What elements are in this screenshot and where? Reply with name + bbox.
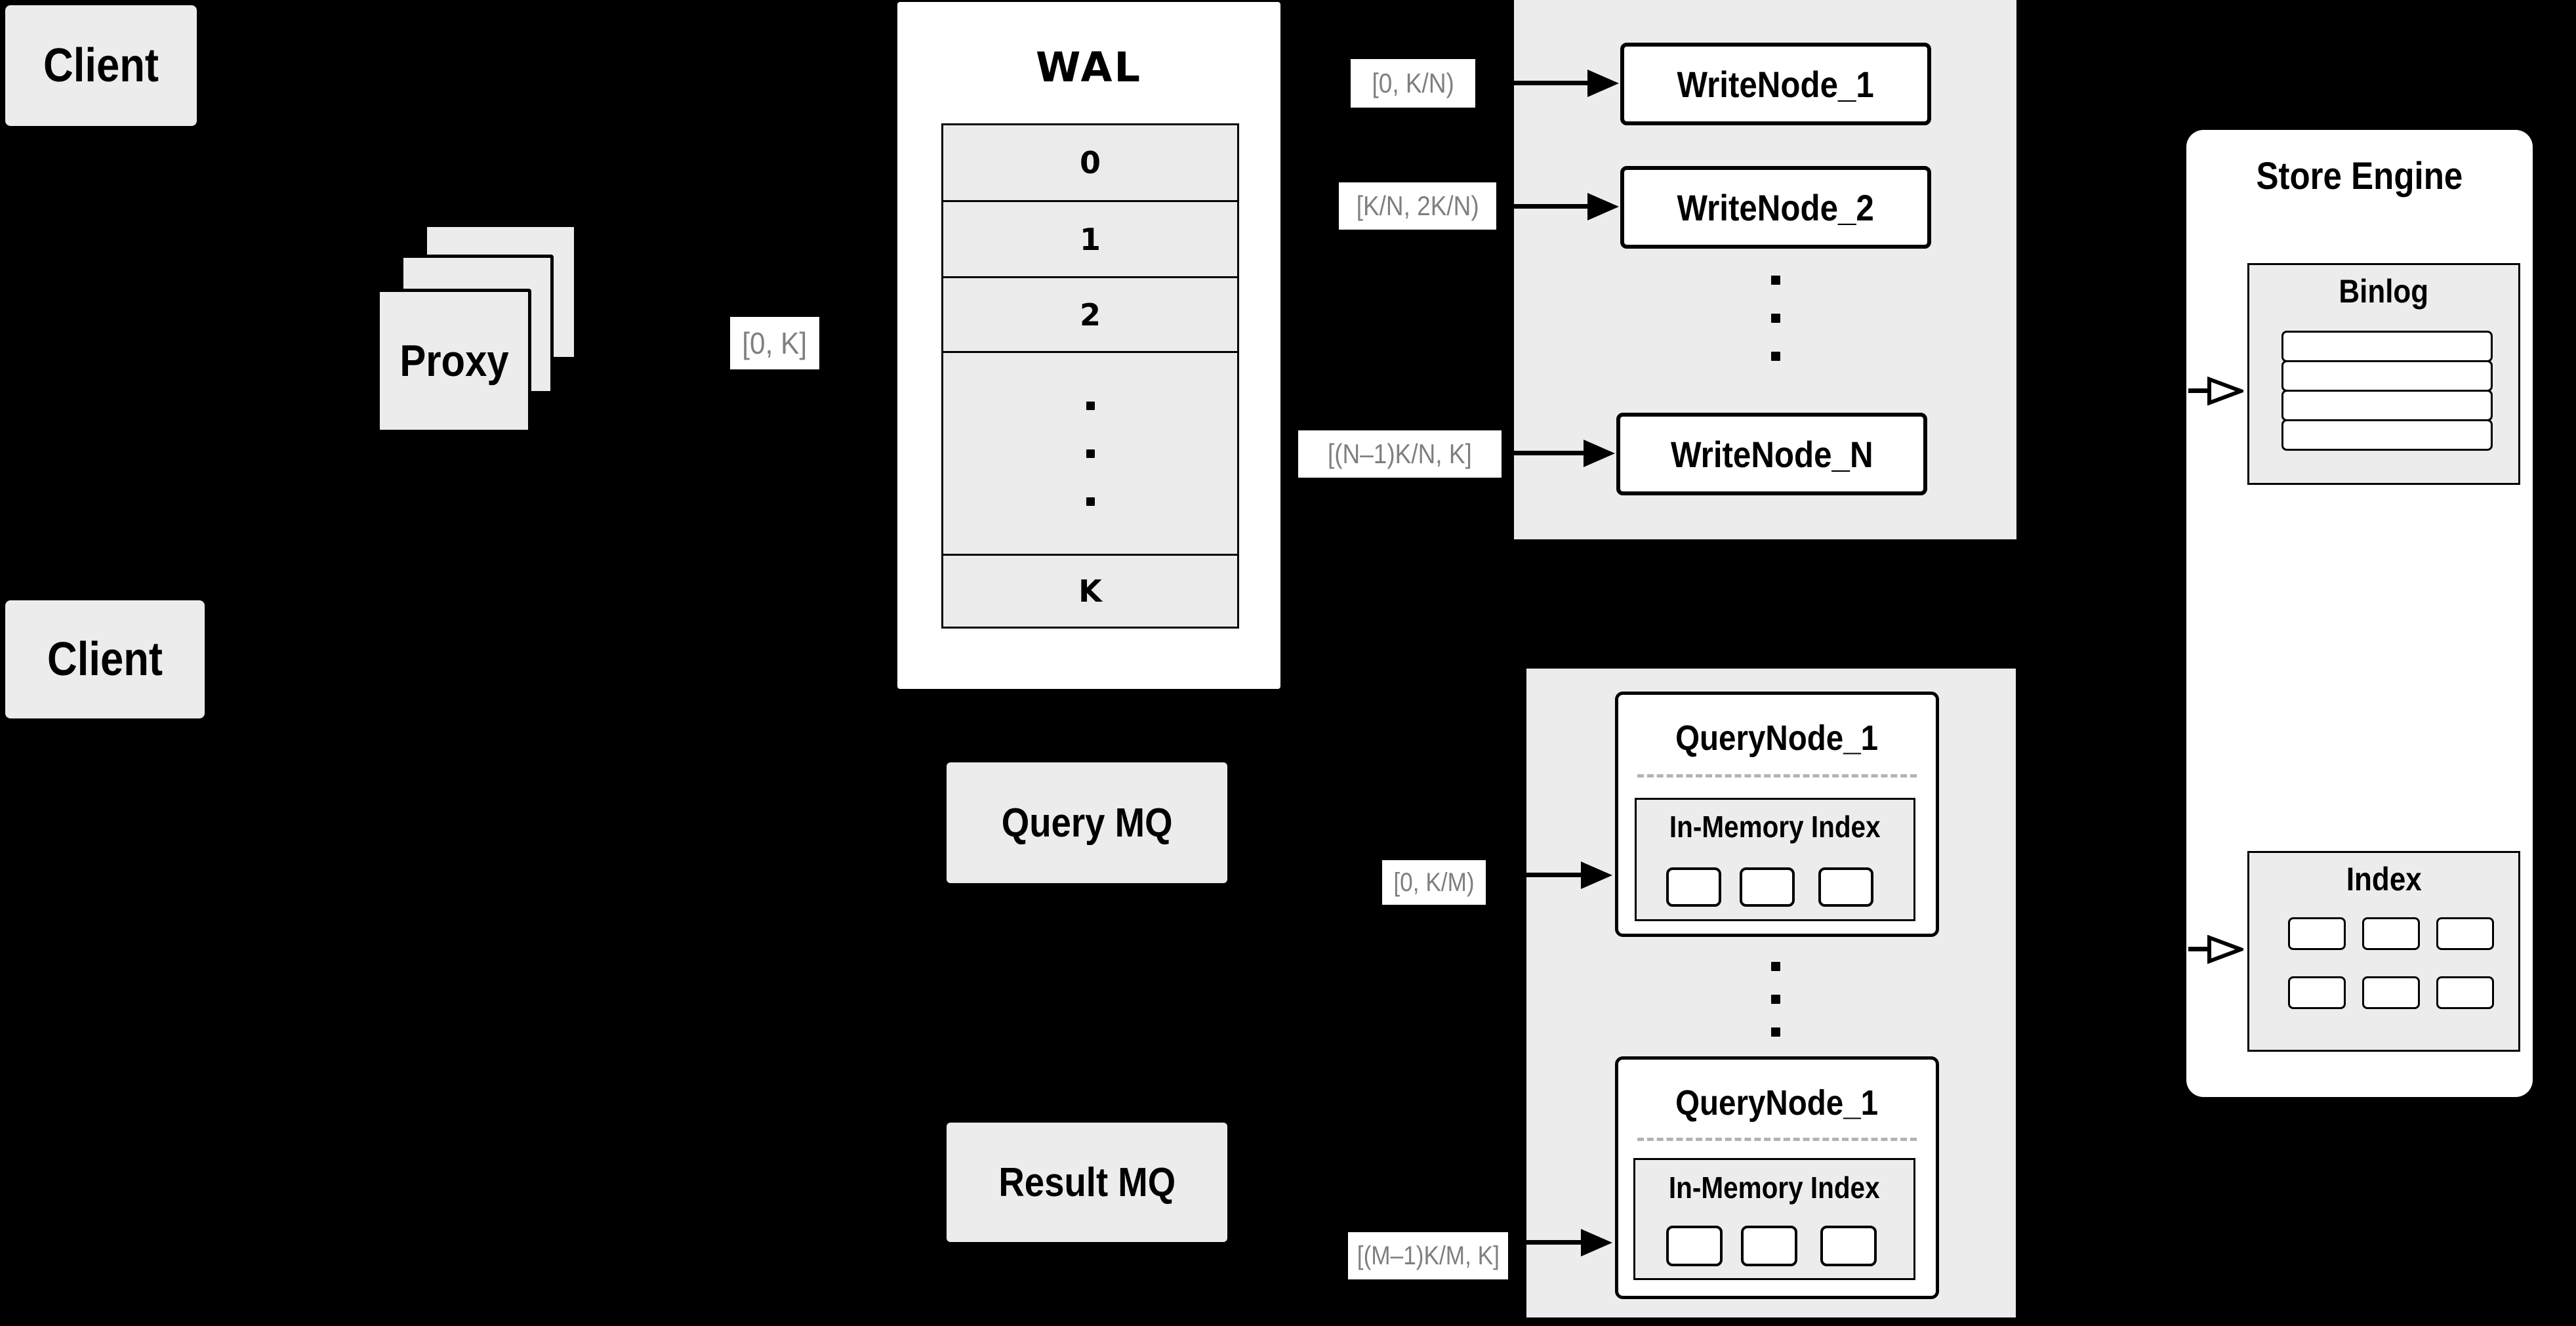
query-range-chip-top: [0, K/M) (1382, 860, 1486, 905)
in-memory-index-top-label: In-Memory Index (1669, 810, 1881, 844)
wal-row-0-label: 0 (1079, 145, 1101, 180)
writenode-1-box: WriteNode_1 (1620, 43, 1931, 125)
writenode-2-label: WriteNode_2 (1677, 186, 1875, 228)
vertical-ellipsis-icon (1086, 449, 1095, 458)
wal-row-0: 0 (943, 125, 1237, 200)
client-box-bottom: Client (5, 600, 205, 718)
index-cell (2362, 917, 2420, 950)
index-box (2247, 851, 2520, 1052)
querynode-top-label: QueryNode_1 (1675, 718, 1879, 758)
index-title-wrap: Index (2247, 856, 2520, 903)
store-engine-title-wrap: Store Engine (2186, 150, 2533, 202)
write-range-chip-2: [K/N, 2K/N) (1339, 182, 1496, 230)
writenode-n-label: WriteNode_N (1670, 433, 1873, 475)
query-range-chip-bottom: [(M–1)K/M, K] (1348, 1232, 1508, 1279)
in-memory-index-bottom-label: In-Memory Index (1669, 1171, 1880, 1205)
writenode-1-label: WriteNode_1 (1677, 63, 1875, 105)
segment-cell (1666, 1226, 1723, 1266)
querynode-bottom-label: QueryNode_1 (1675, 1083, 1879, 1123)
index-cell (2288, 917, 2346, 950)
binlog-row (2281, 419, 2493, 451)
arrow-to-querynode-top (1486, 873, 1581, 877)
write-range-label-n: [(N–1)K/N, K] (1328, 438, 1472, 469)
result-mq-label: Result MQ (998, 1159, 1176, 1205)
wal-row-k-label: K (1078, 573, 1102, 609)
proxy-card-front: Proxy (377, 289, 531, 433)
query-mq-label: Query MQ (1001, 800, 1173, 846)
segment-cell (1666, 867, 1721, 907)
client-top-label: Client (43, 39, 159, 92)
index-cell (2362, 976, 2420, 1009)
arrowhead-solid-icon (1584, 440, 1615, 467)
arrowhead-solid-icon (1587, 70, 1619, 97)
vertical-ellipsis-icon (1771, 1027, 1780, 1037)
index-cell (2436, 976, 2494, 1009)
segment-cell (1741, 1226, 1797, 1266)
index-cell (2436, 917, 2494, 950)
segment-cell (1740, 867, 1795, 907)
proxy-range-label: [0, K] (742, 326, 808, 360)
wal-row-2-label: 2 (1079, 297, 1101, 333)
arrowhead-solid-icon (1581, 861, 1612, 889)
query-mq-box: Query MQ (947, 762, 1227, 883)
writenode-n-box: WriteNode_N (1616, 413, 1927, 495)
query-range-label-top: [0, K/M) (1393, 867, 1475, 897)
write-range-label-1: [0, K/N) (1372, 68, 1454, 98)
binlog-row (2281, 390, 2493, 421)
wal-table: 0 1 2 K (941, 123, 1239, 629)
binlog-row (2281, 360, 2493, 392)
arrow-to-binlog (2188, 388, 2215, 393)
arrow-to-writenode-n (1505, 451, 1585, 455)
wal-title-wrap: WAL (897, 36, 1280, 98)
vertical-ellipsis-icon (1771, 352, 1780, 361)
vertical-ellipsis-icon (1771, 962, 1780, 971)
vertical-ellipsis-icon (1086, 401, 1095, 410)
index-title: Index (2346, 861, 2422, 898)
store-engine-title: Store Engine (2256, 154, 2463, 197)
arrow-to-querynode-bottom (1509, 1240, 1581, 1245)
in-memory-index-top-title-wrap: In-Memory Index (1635, 804, 1915, 849)
proxy-label: Proxy (399, 336, 509, 386)
vertical-ellipsis-icon (1771, 995, 1780, 1004)
arrowhead-solid-icon (1587, 193, 1619, 220)
writenode-2-box: WriteNode_2 (1620, 166, 1931, 249)
query-range-label-bottom: [(M–1)K/M, K] (1357, 1241, 1500, 1270)
vertical-ellipsis-icon (1771, 276, 1780, 285)
write-range-chip-1: [0, K/N) (1351, 59, 1475, 108)
wal-title: WAL (1035, 43, 1143, 91)
client-bottom-label: Client (47, 633, 163, 686)
write-range-chip-n: [(N–1)K/N, K] (1298, 430, 1502, 478)
arrow-to-index (2188, 947, 2215, 951)
write-range-label-2: [K/N, 2K/N) (1356, 190, 1479, 221)
index-cell (2288, 976, 2346, 1009)
in-memory-index-bottom-title-wrap: In-Memory Index (1633, 1165, 1915, 1210)
vertical-ellipsis-icon (1086, 497, 1095, 506)
querynode-top-title-wrap: QueryNode_1 (1615, 709, 1939, 768)
binlog-title: Binlog (2339, 273, 2429, 310)
segment-cell (1820, 1226, 1877, 1266)
arrowhead-open-icon (2207, 935, 2243, 964)
dashed-divider (1637, 1138, 1917, 1141)
proxy-range-chip: [0, K] (730, 317, 819, 369)
binlog-row (2281, 331, 2493, 362)
wal-row-ellipsis (943, 351, 1237, 554)
dashed-divider (1637, 774, 1917, 777)
arrow-to-writenode-1 (1476, 81, 1589, 85)
querynode-bottom-title-wrap: QueryNode_1 (1615, 1073, 1939, 1132)
wal-row-1: 1 (943, 200, 1237, 276)
wal-row-2: 2 (943, 276, 1237, 351)
segment-cell (1818, 867, 1873, 907)
wal-row-1-label: 1 (1079, 221, 1101, 257)
client-box-top: Client (5, 5, 197, 126)
arrow-to-writenode-2 (1498, 204, 1589, 209)
arrowhead-solid-icon (1581, 1229, 1612, 1256)
result-mq-box: Result MQ (947, 1123, 1227, 1242)
arrowhead-open-icon (2207, 377, 2243, 405)
vertical-ellipsis-icon (1771, 314, 1780, 323)
binlog-title-wrap: Binlog (2247, 268, 2520, 315)
wal-row-k: K (943, 554, 1237, 627)
